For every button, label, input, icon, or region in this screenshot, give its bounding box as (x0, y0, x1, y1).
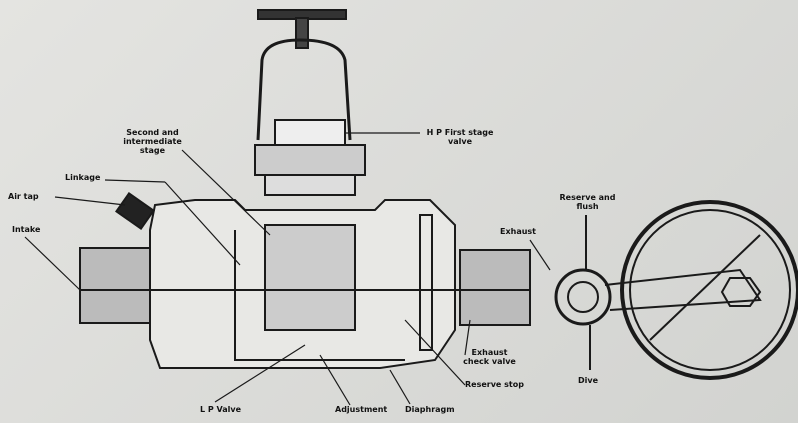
label-exhaust-check: Exhaust check valve (463, 348, 516, 366)
label-lp-valve: L P Valve (200, 405, 242, 414)
label-reserve-flush: Reserve and flush (559, 193, 616, 211)
label-second-stage: Second and intermediate stage (123, 128, 182, 155)
label-diaphragm: Diaphragm (405, 405, 455, 414)
yoke (256, 38, 352, 141)
label-hp-valve: H P First stage valve (426, 128, 494, 146)
label-reserve-stop: Reserve stop (465, 380, 524, 389)
t-handle (257, 9, 347, 49)
label-intake: Intake (12, 225, 41, 234)
air-tap (115, 191, 155, 231)
intake-hose (79, 247, 151, 324)
exhaust-hose (459, 249, 531, 326)
reserve-mechanism (554, 200, 798, 380)
label-exhaust: Exhaust (500, 227, 536, 236)
label-linkage: Linkage (65, 173, 101, 182)
hp-valve-block (254, 119, 366, 196)
label-air-tap: Air tap (8, 192, 39, 201)
inner-cylinder (264, 224, 356, 331)
label-adjustment: Adjustment (335, 405, 388, 414)
leader-lines (24, 132, 551, 406)
reserve-rod (419, 214, 433, 351)
linkage-bar (234, 230, 405, 361)
label-dive: Dive (578, 376, 599, 385)
